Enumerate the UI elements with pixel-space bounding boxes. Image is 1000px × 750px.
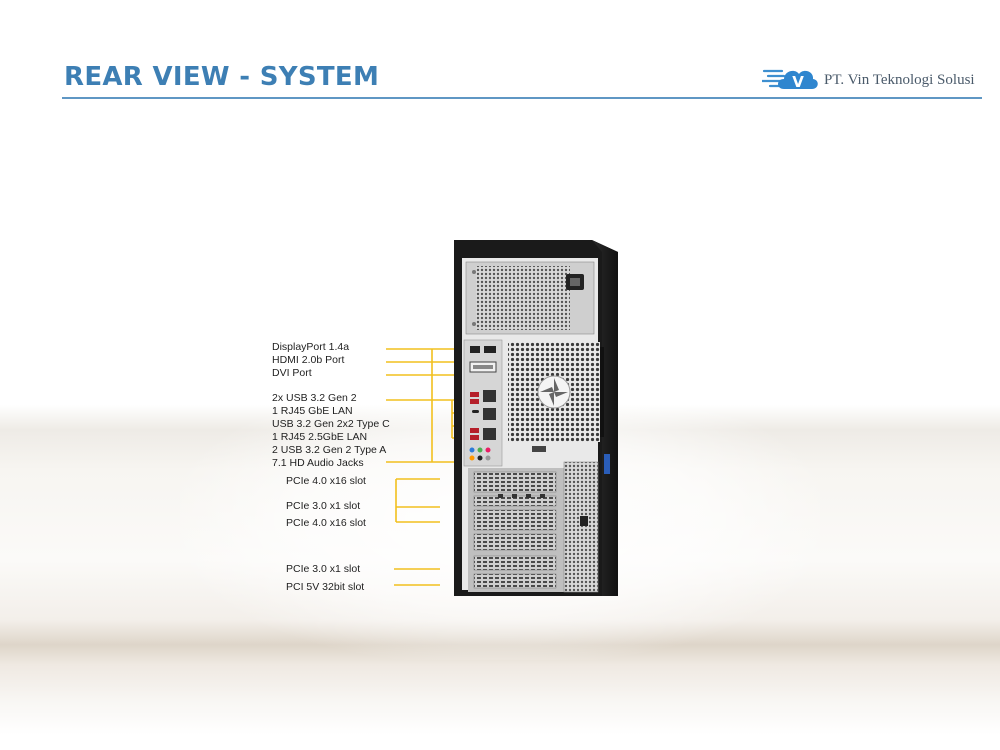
- slot-cover-6: [473, 573, 557, 589]
- cloud-icon: [778, 70, 818, 89]
- psu-screw-icon: [472, 270, 476, 274]
- side-blue-latch: [604, 454, 610, 474]
- label-usb-type-a: 2 USB 3.2 Gen 2 Type A: [272, 444, 387, 456]
- slot-cover-5: [473, 555, 557, 571]
- slot-cover-1: [473, 471, 557, 493]
- company-name: PT. Vin Teknologi Solusi: [824, 72, 975, 88]
- label-rj45-2-5gbe: 1 RJ45 2.5GbE LAN: [272, 431, 368, 443]
- title-underline: [62, 97, 982, 99]
- slot-cover-4: [473, 533, 557, 551]
- label-usb-type-c: USB 3.2 Gen 2x2 Type C: [272, 418, 390, 430]
- label-slot-1: PCIe 4.0 x16 slot: [286, 475, 366, 487]
- logo-letter: V: [792, 73, 804, 91]
- hdmi-port: [484, 346, 496, 353]
- usb-port-red-2: [470, 428, 479, 433]
- usb-port-red: [470, 392, 479, 397]
- label-slot-3: PCIe 4.0 x16 slot: [286, 517, 366, 529]
- label-audio-jacks: 7.1 HD Audio Jacks: [272, 457, 364, 469]
- company-logo: V: [762, 69, 818, 91]
- label-slot-5: PCI 5V 32bit slot: [286, 581, 365, 593]
- label-usb-gen2: 2x USB 3.2 Gen 2: [272, 392, 357, 404]
- server-chassis-rear: [454, 240, 618, 596]
- label-rj45-gbe: 1 RJ45 GbE LAN: [272, 405, 353, 417]
- displayport-port: [470, 346, 480, 353]
- page-title: REAR VIEW - SYSTEM: [64, 62, 380, 92]
- label-slot-2: PCIe 3.0 x1 slot: [286, 500, 361, 512]
- rear-fan-icon: [537, 375, 571, 409]
- fan-release-tab: [600, 347, 604, 437]
- lan-port: [483, 390, 496, 402]
- audio-jack-icon: [469, 447, 475, 453]
- label-dvi: DVI Port: [272, 367, 312, 379]
- fan-indicator-icon: [532, 446, 546, 452]
- slot-cover-3: [473, 509, 557, 531]
- usb-type-c-port: [472, 410, 479, 413]
- lan-port-2: [483, 408, 496, 420]
- label-slot-4: PCIe 3.0 x1 slot: [286, 563, 361, 575]
- io-shield: [463, 339, 503, 467]
- label-hdmi: HDMI 2.0b Port: [272, 354, 345, 366]
- chassis-side-panel: [592, 240, 618, 596]
- perforated-side-strip: [563, 461, 599, 593]
- label-displayport: DisplayPort 1.4a: [272, 341, 350, 353]
- kensington-lock-icon: [580, 516, 588, 526]
- expansion-slot-covers: [473, 471, 557, 589]
- psu-fan-grille: [476, 266, 570, 330]
